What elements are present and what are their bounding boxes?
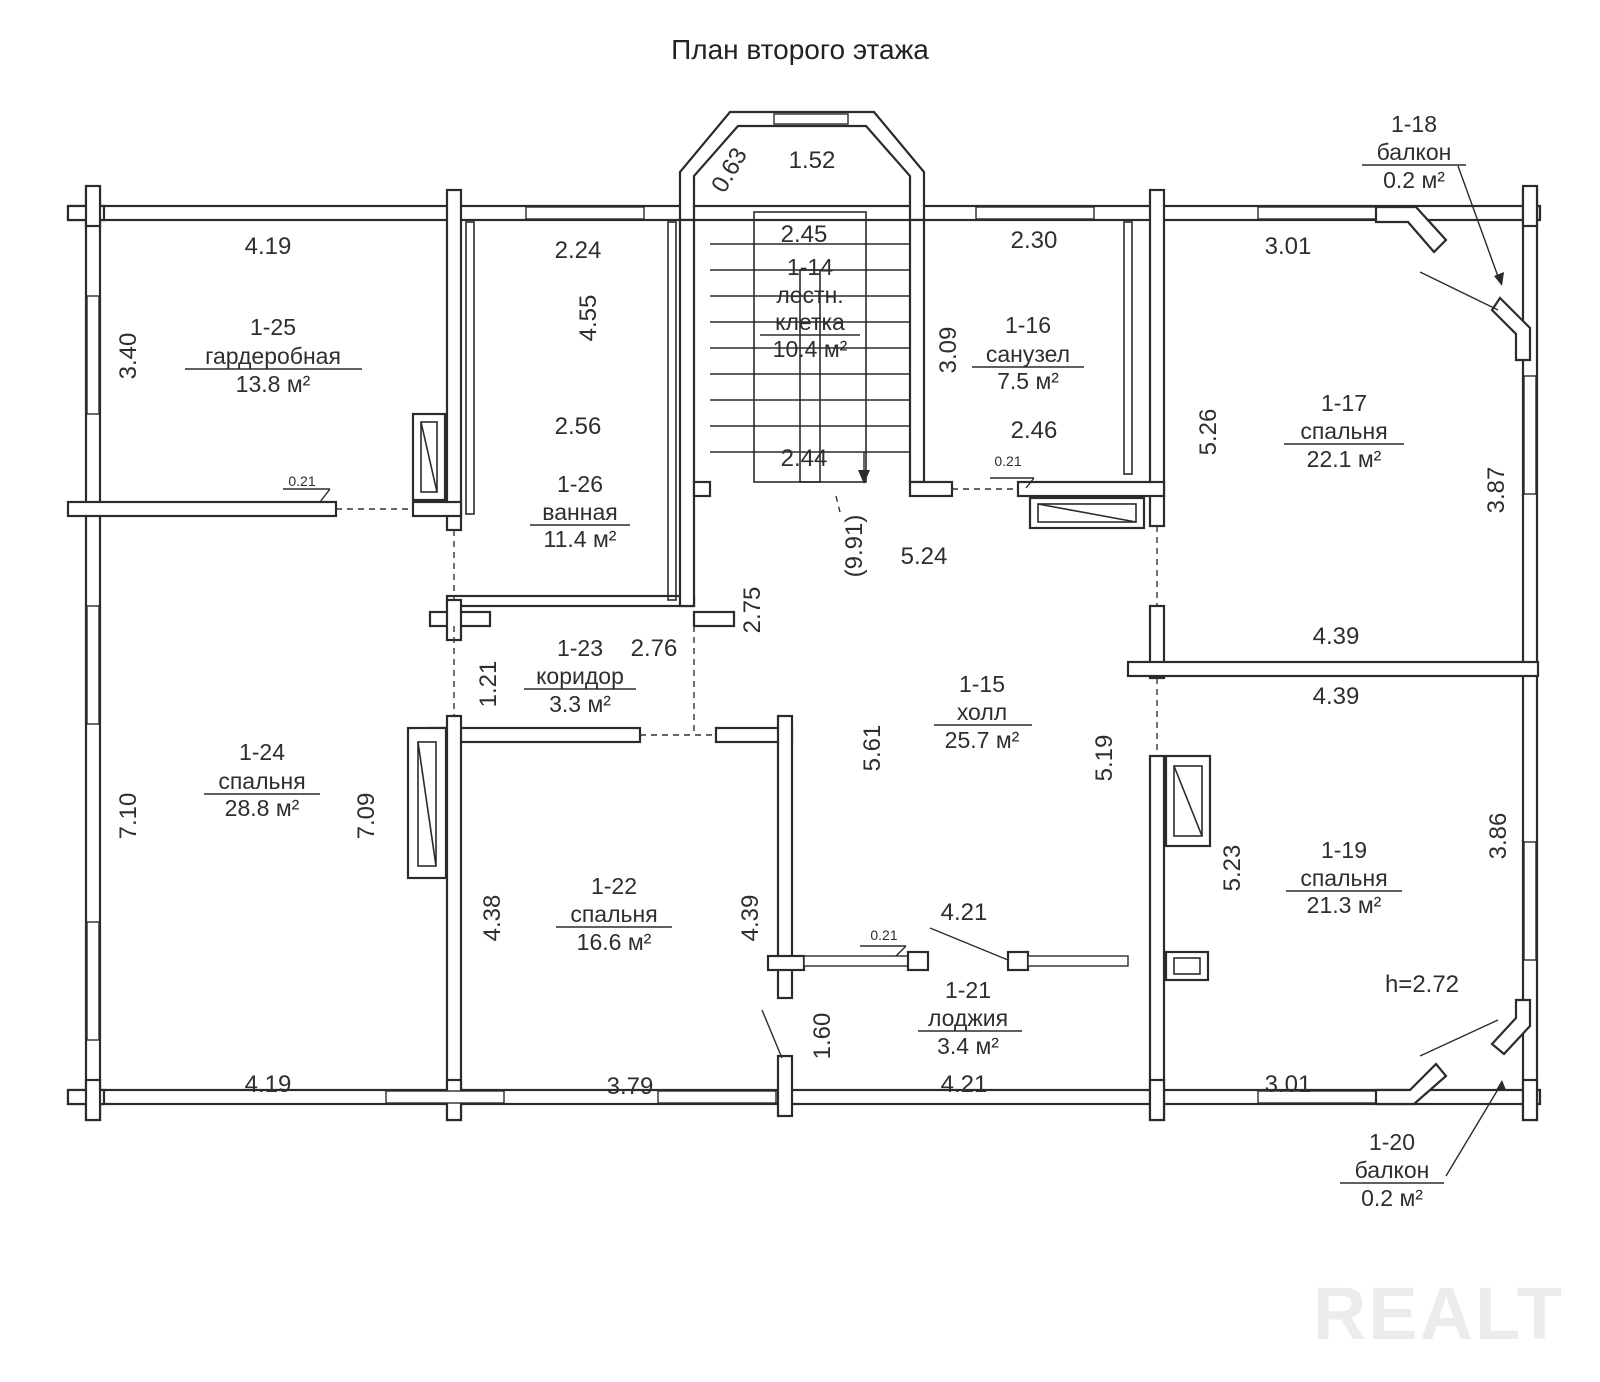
dim-2-56: 2.56 — [555, 413, 602, 440]
room-26-id: 1-26 — [557, 471, 603, 497]
room-15-area: 25.7 м² — [945, 727, 1020, 753]
room-22-area: 16.6 м² — [577, 929, 652, 955]
dim-7-10: 7.10 — [115, 793, 142, 840]
dim-2-44: 2.44 — [781, 445, 828, 472]
windows — [86, 206, 1537, 1104]
dashed-openings — [336, 488, 1158, 756]
dim-5-24: 5.24 — [901, 543, 948, 570]
room-20-area: 0.2 м² — [1361, 1185, 1423, 1211]
room-25-area: 13.8 м² — [236, 371, 311, 397]
ceiling-height-note: h=2.72 — [1385, 971, 1459, 998]
room-15-name: холл — [957, 699, 1007, 725]
dim-2-46: 2.46 — [1011, 417, 1058, 444]
room-15-id: 1-15 — [959, 671, 1005, 697]
room-21-area: 3.4 м² — [937, 1033, 999, 1059]
room-25-id: 1-25 — [250, 314, 296, 340]
dim-9-91: (9.91) — [841, 515, 868, 578]
room-14-area: 10.4 м² — [773, 336, 848, 362]
room-16-area: 7.5 м² — [997, 368, 1059, 394]
room-18-area: 0.2 м² — [1383, 167, 1445, 193]
room-17-name: спальня — [1300, 418, 1387, 444]
balconies — [1374, 205, 1532, 1106]
dim-0-21-a: 0.21 — [288, 473, 315, 489]
dim-1-60: 1.60 — [809, 1013, 836, 1060]
room-14-name2: клетка — [775, 309, 845, 335]
dim-4-55: 4.55 — [575, 295, 602, 342]
dim-4-21-b: 4.21 — [941, 1071, 988, 1098]
room-25-name: гардеробная — [205, 343, 341, 369]
plan-title: План второго этажа — [671, 34, 929, 65]
room-21-id: 1-21 — [945, 977, 991, 1003]
dim-7-09: 7.09 — [353, 793, 380, 840]
room-26-area: 11.4 м² — [544, 526, 617, 552]
room-24-name: спальня — [218, 768, 305, 794]
dim-4-19-top: 4.19 — [245, 233, 292, 260]
room-18-id: 1-18 — [1391, 111, 1437, 137]
dim-5-26: 5.26 — [1195, 409, 1222, 456]
room-24-id: 1-24 — [239, 739, 285, 765]
room-18-name: балкон — [1377, 139, 1452, 165]
dim-2-75: 2.75 — [739, 587, 766, 634]
ducts — [406, 412, 1212, 982]
dim-5-23: 5.23 — [1219, 845, 1246, 892]
room-20-name: балкон — [1355, 1157, 1430, 1183]
dim-3-09: 3.09 — [935, 327, 962, 374]
dim-0-21-c: 0.21 — [870, 927, 897, 943]
dim-4-39-b: 4.39 — [1313, 683, 1360, 710]
dim-3-79: 3.79 — [607, 1073, 654, 1100]
dim-2-45: 2.45 — [781, 221, 828, 248]
room-16-id: 1-16 — [1005, 312, 1051, 338]
room-23-name: коридор — [536, 663, 624, 689]
room-22-name: спальня — [570, 901, 657, 927]
room-23-id: 1-23 — [557, 635, 603, 661]
dim-4-39-a: 4.39 — [1313, 623, 1360, 650]
dim-1-21: 1.21 — [475, 661, 502, 708]
room-14-name1: лестн. — [776, 282, 843, 308]
room-labels: 1-25 гардеробная 13.8 м² 1-26 ванная 11.… — [185, 111, 1466, 1211]
room-20-id: 1-20 — [1369, 1129, 1415, 1155]
room-19-name: спальня — [1300, 865, 1387, 891]
leader-lines — [283, 165, 1506, 1177]
room-17-area: 22.1 м² — [1307, 446, 1382, 472]
dim-2-30: 2.30 — [1011, 227, 1058, 254]
room-23-area: 3.3 м² — [549, 691, 611, 717]
watermark-logo: REALT — [1312, 1272, 1564, 1355]
dim-5-61: 5.61 — [859, 725, 886, 772]
room-19-id: 1-19 — [1321, 837, 1367, 863]
dim-4-19-bottom: 4.19 — [245, 1071, 292, 1098]
dim-4-21-a: 4.21 — [941, 899, 988, 926]
dim-3-01-bottom: 3.01 — [1265, 1071, 1312, 1098]
interior-walls — [66, 188, 1540, 1122]
dim-3-86: 3.86 — [1485, 813, 1512, 860]
dim-1-52: 1.52 — [789, 147, 836, 174]
dim-5-19: 5.19 — [1091, 735, 1118, 782]
dim-2-76: 2.76 — [631, 635, 678, 662]
room-17-id: 1-17 — [1321, 390, 1367, 416]
dim-3-40: 3.40 — [115, 333, 142, 380]
dim-3-01-top: 3.01 — [1265, 233, 1312, 260]
dim-3-87: 3.87 — [1483, 467, 1510, 514]
room-14-id: 1-14 — [787, 254, 833, 280]
room-24-area: 28.8 м² — [225, 795, 300, 821]
room-26-name: ванная — [542, 499, 617, 525]
room-22-id: 1-22 — [591, 873, 637, 899]
dim-4-39-c: 4.39 — [737, 895, 764, 942]
dim-0-21-b: 0.21 — [994, 453, 1021, 469]
room-16-name: санузел — [986, 341, 1070, 367]
room-19-area: 21.3 м² — [1307, 892, 1382, 918]
dim-2-24: 2.24 — [555, 237, 602, 264]
staircase — [710, 211, 910, 484]
dim-4-38: 4.38 — [479, 895, 506, 942]
room-21-name: лоджия — [928, 1005, 1008, 1031]
